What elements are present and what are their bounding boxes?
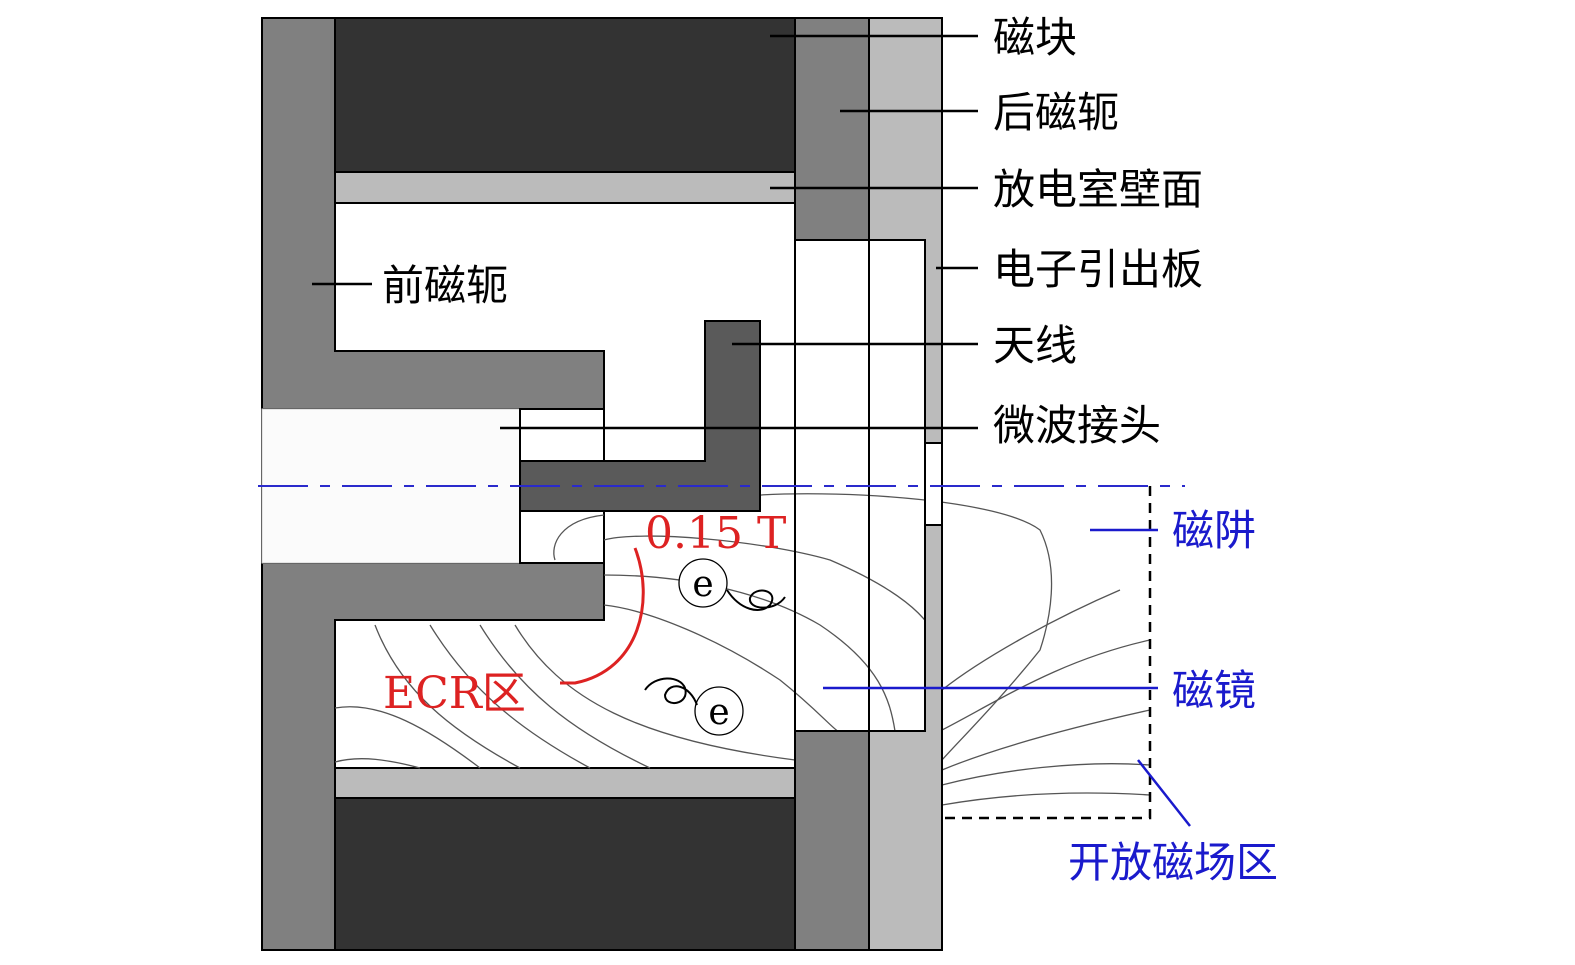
ecr-boundary: [560, 547, 645, 685]
field-value-label: 0.15 T: [645, 508, 786, 559]
electron-1: e: [678, 558, 786, 611]
gyration-arrow-icon: [726, 589, 786, 611]
antenna: [519, 320, 761, 512]
label-microwave-connector: 微波接头: [993, 401, 1161, 450]
chamber-wall-bottom: [334, 767, 796, 799]
blue-leader-lines: [823, 528, 1191, 827]
svg-text:e: e: [708, 692, 729, 733]
svg-text:e: e: [692, 564, 713, 605]
rear-yoke-top: [794, 17, 870, 241]
ecr-region-label: ECR区: [383, 668, 526, 719]
label-open-field-region: 开放磁场区: [1068, 838, 1278, 887]
gyration-arrow-icon: [644, 677, 698, 706]
electron-2: e: [644, 677, 744, 736]
label-magnetic-mirror: 磁镜: [1172, 666, 1256, 715]
label-magnetic-cusp: 磁阱: [1172, 506, 1256, 555]
magnetic-field-lines: [334, 493, 1151, 806]
magnet-block-bottom: [334, 797, 796, 951]
open-field-boundary: [942, 486, 1152, 820]
label-extraction-plate: 电子引出板: [993, 245, 1203, 294]
leader-lines: [312, 34, 978, 430]
label-rear-yoke: 后磁轭: [993, 88, 1119, 137]
label-front-yoke: 前磁轭: [382, 261, 508, 310]
rear-yoke-bottom: [794, 730, 870, 951]
label-chamber-wall: 放电室壁面: [993, 165, 1203, 214]
magnet-block-top: [334, 17, 796, 173]
label-magnet-block: 磁块: [993, 13, 1077, 62]
label-antenna: 天线: [993, 321, 1077, 370]
extraction-hole: [924, 442, 943, 526]
chamber-wall-top: [334, 171, 796, 204]
